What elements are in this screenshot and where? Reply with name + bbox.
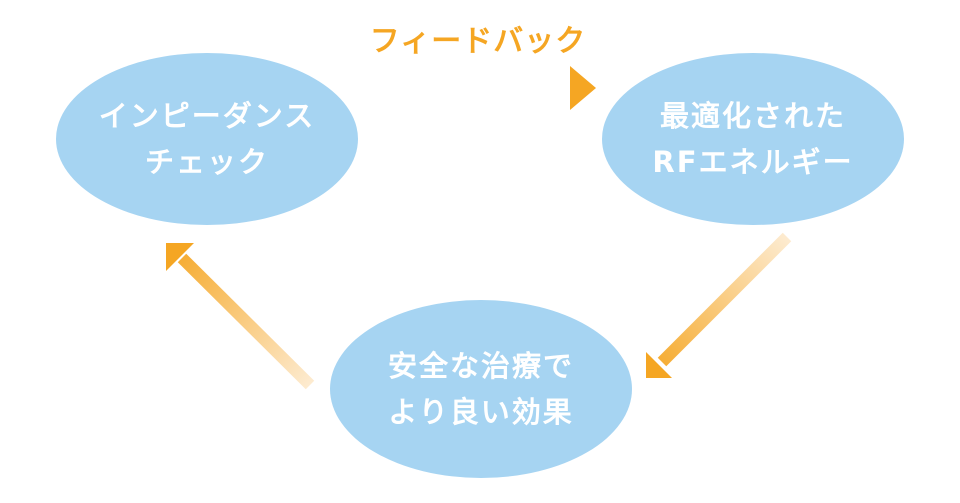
node-impedance-check: インピーダンス チェック: [56, 53, 358, 225]
node-impedance-line2: チェック: [144, 145, 269, 179]
node-safe-line1: 安全な治療で: [387, 349, 574, 383]
node-rf-line1: 最適化された: [659, 99, 846, 133]
arrow-left-up: [166, 243, 315, 390]
arrow-head-top: [570, 66, 596, 110]
arrow-head-left: [166, 243, 194, 271]
node-optimized-rf-energy: 最適化された RFエネルギー: [602, 53, 904, 225]
node-rf-line2: RFエネルギー: [652, 145, 854, 179]
node-safe-line2: より良い効果: [388, 395, 574, 429]
node-impedance-line1: インピーダンス: [98, 99, 316, 133]
arrow-right-down: [646, 232, 792, 378]
arrow-head-right: [646, 352, 672, 378]
feedback-label: フィードバック: [369, 24, 587, 59]
arrow-feedback-top: [374, 66, 596, 110]
node-safe-treatment: 安全な治療で より良い効果: [330, 300, 632, 478]
